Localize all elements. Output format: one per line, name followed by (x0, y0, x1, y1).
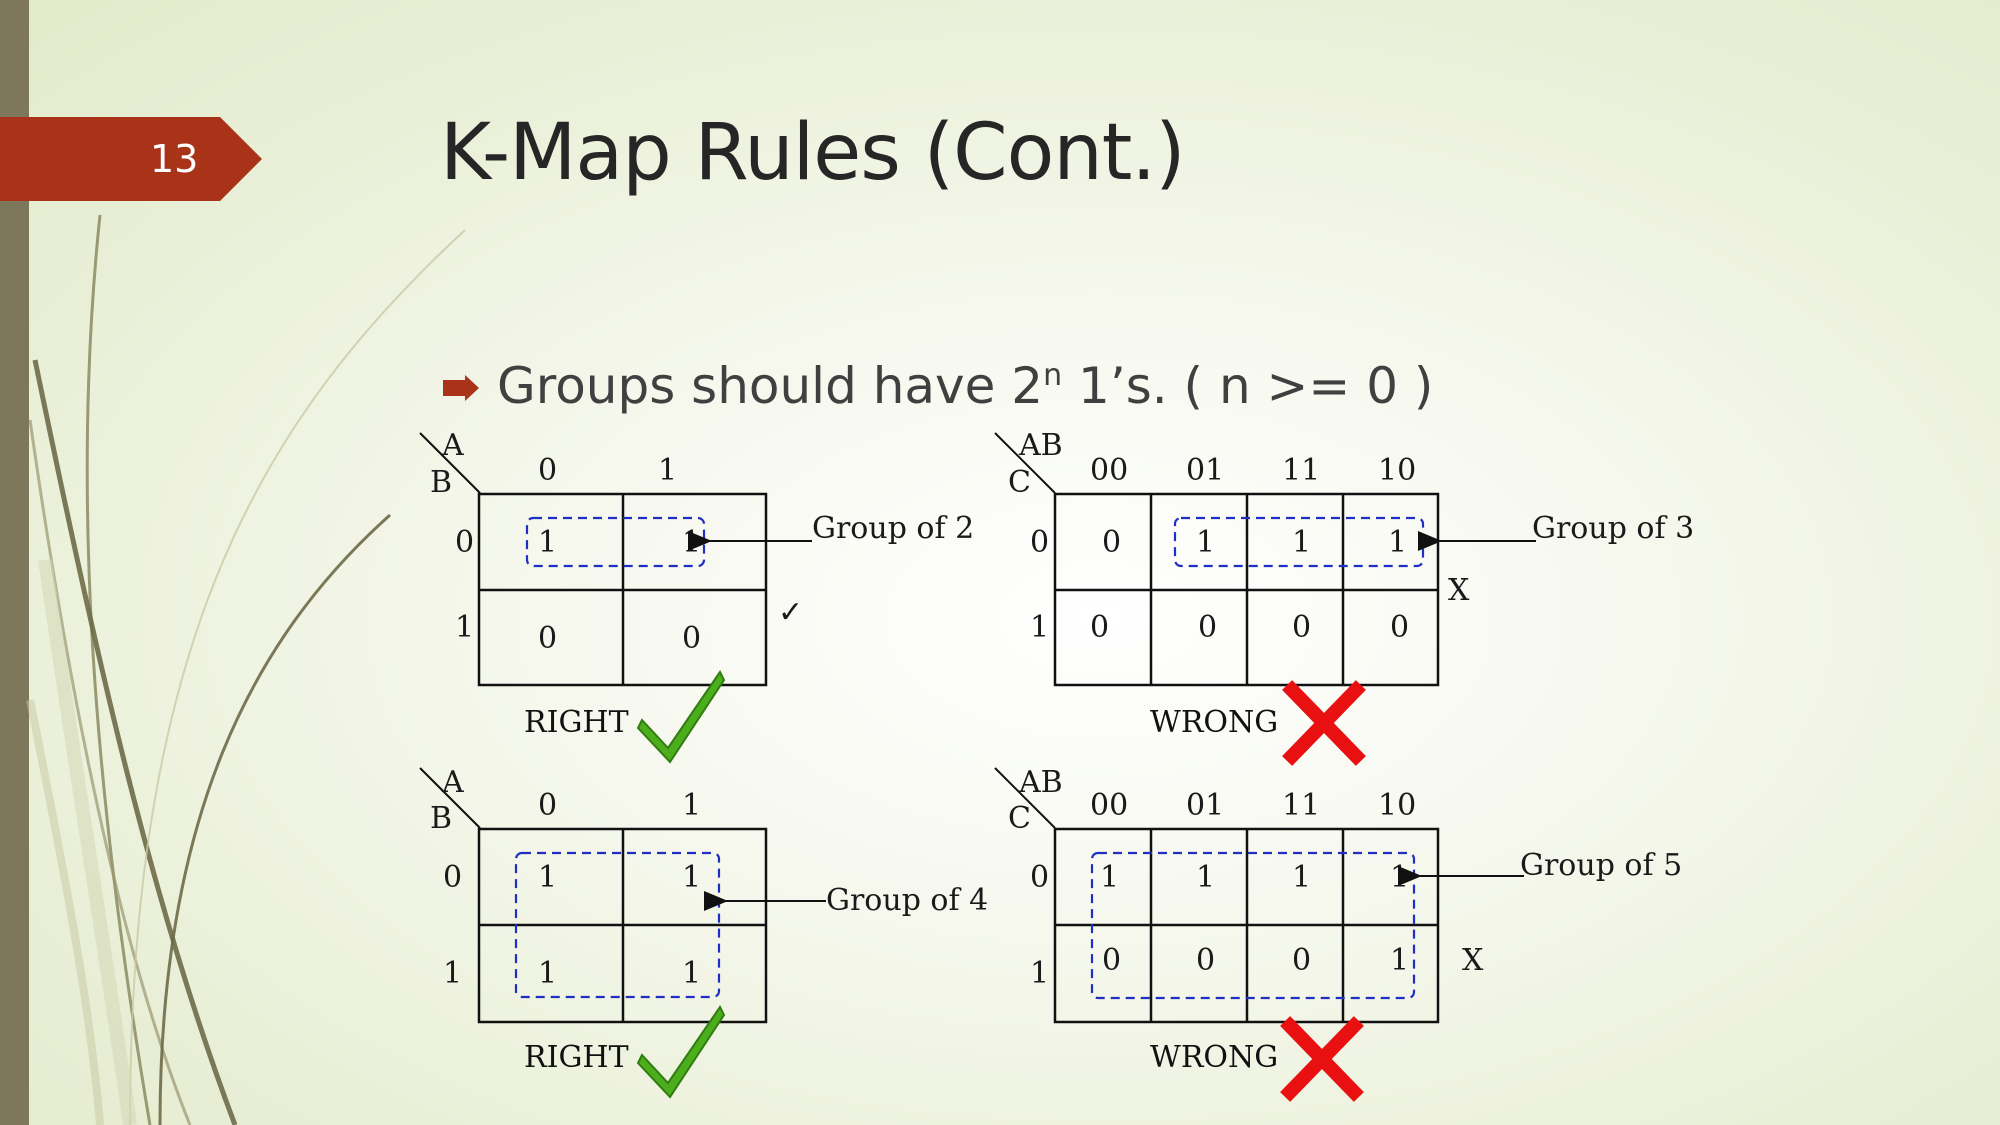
var-left-label: C (1008, 801, 1031, 836)
row-header: 1 (1030, 610, 1049, 645)
kmap-cell: 1 (1292, 860, 1311, 895)
slide-number: 13 (150, 137, 199, 181)
group-label: Group of 5 (1520, 848, 1682, 883)
kmap-cell: 0 (1102, 525, 1121, 560)
verdict-label: WRONG (1150, 705, 1278, 740)
kmap-cell: 1 (1196, 860, 1215, 895)
col-header: 0 (538, 788, 557, 823)
kmap-cell: 0 (1102, 943, 1121, 978)
col-header: 0 (538, 453, 557, 488)
hand-checkmark: ✓ (778, 595, 803, 630)
col-header: 10 (1378, 453, 1416, 488)
kmap-cell: 1 (1100, 860, 1119, 895)
row-header: 1 (1030, 956, 1049, 991)
kmap-cell: 0 (1390, 610, 1409, 645)
col-header: 00 (1090, 788, 1128, 823)
col-header: 1 (682, 788, 701, 823)
bullet-prefix: Groups should have 2 (497, 357, 1044, 415)
kmap-cell: 1 (1390, 860, 1409, 895)
var-left-label: B (430, 465, 452, 500)
cross-icon (1280, 1016, 1364, 1102)
group-label: Group of 2 (812, 511, 974, 546)
verdict-label: RIGHT (524, 705, 629, 740)
var-left-label: C (1008, 465, 1031, 500)
group-outline (1090, 851, 1416, 1000)
kmap-cell: 1 (682, 956, 701, 991)
var-top-label: A (441, 765, 464, 800)
kmap-top-right: AB C 00 01 11 10 0 1 0 1 1 1 0 0 0 0 Gro… (994, 428, 1694, 766)
hand-x-mark: X (1462, 943, 1484, 978)
row-header: 1 (443, 956, 462, 991)
kmap-diagonal (419, 767, 481, 829)
cross-icon (1282, 680, 1366, 766)
col-header: 11 (1282, 788, 1320, 823)
arrow-bullet-icon (443, 375, 479, 401)
verdict-label: WRONG (1150, 1040, 1278, 1075)
col-header: 10 (1378, 788, 1416, 823)
var-left-label: B (430, 801, 452, 836)
col-header: 01 (1186, 788, 1224, 823)
group-outline (525, 516, 706, 568)
kmap-cell: 1 (1292, 525, 1311, 560)
kmap-cell: 0 (1196, 943, 1215, 978)
kmap-cell: 0 (538, 621, 557, 656)
kmap-cell: 0 (1292, 943, 1311, 978)
check-icon (636, 1005, 726, 1099)
bullet-suffix: 1’s. ( n >= 0 ) (1062, 357, 1434, 415)
kmap-bottom-right: AB C 00 01 11 10 0 1 1 1 1 1 0 0 0 1 Gro… (994, 765, 1682, 1102)
kmap-cell: 1 (538, 860, 557, 895)
row-header: 0 (455, 525, 474, 560)
kmap-cell: 1 (538, 956, 557, 991)
var-top-label: A (441, 428, 464, 463)
col-header: 00 (1090, 453, 1128, 488)
kmap-cell: 1 (1390, 943, 1409, 978)
bullet-superscript: n (1043, 358, 1063, 393)
kmap-cell: 1 (682, 860, 701, 895)
row-header: 0 (1030, 525, 1049, 560)
row-header: 0 (443, 860, 462, 895)
col-header: 01 (1186, 453, 1224, 488)
group-label: Group of 4 (826, 883, 988, 918)
kmap-cell: 1 (682, 525, 701, 560)
verdict-label: RIGHT (524, 1040, 629, 1075)
var-top-label: AB (1018, 765, 1063, 800)
col-header: 11 (1282, 453, 1320, 488)
group-outline (514, 851, 721, 999)
hand-x-mark: X (1448, 573, 1470, 608)
var-top-label: AB (1018, 428, 1063, 463)
kmap-cell: 0 (1292, 610, 1311, 645)
kmap-diagonal (994, 432, 1056, 494)
kmap-cell: 0 (1090, 610, 1109, 645)
kmap-cell: 1 (1388, 525, 1407, 560)
slide-title: K-Map Rules (Cont.) (440, 108, 1186, 198)
kmap-bottom-left: A B 0 1 0 1 1 1 1 1 Group of 4 RIGHT (419, 765, 988, 1099)
kmap-cell: 1 (538, 525, 557, 560)
kmap-cell: 1 (1196, 525, 1215, 560)
kmap-cell: 0 (1198, 610, 1217, 645)
kmap-cell: 0 (682, 621, 701, 656)
kmap-top-left: A B 0 1 0 1 1 1 0 0 Group of 2 ✓ RIGHT (419, 428, 974, 764)
kmap-diagonal (419, 432, 481, 494)
row-header: 1 (455, 610, 474, 645)
kmap-diagonal (994, 767, 1056, 829)
slide-number-tab (0, 117, 262, 201)
col-header: 1 (658, 453, 677, 488)
bullet-text: Groups should have 2n 1’s. ( n >= 0 ) (497, 357, 1433, 415)
check-icon (636, 670, 726, 764)
row-header: 0 (1030, 860, 1049, 895)
group-label: Group of 3 (1532, 511, 1694, 546)
